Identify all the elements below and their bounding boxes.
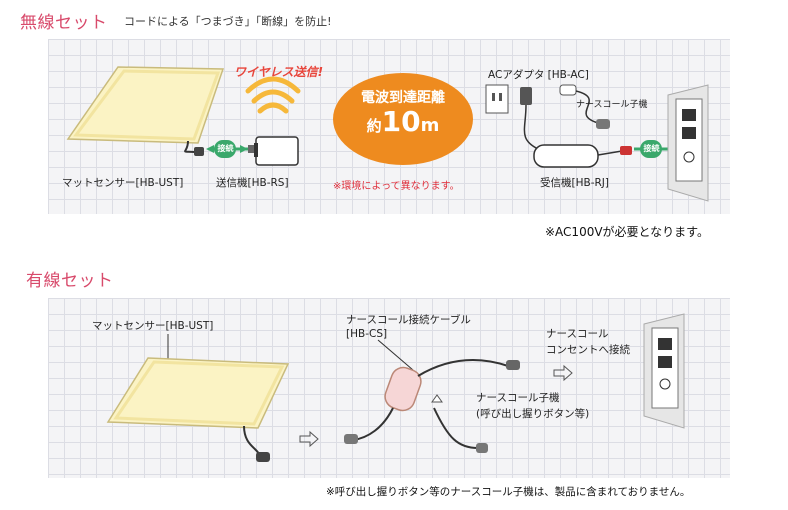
mat-sensor-illustration: [66, 66, 225, 156]
range-ellipse: [333, 73, 473, 165]
range-value-row: 約10m: [333, 105, 473, 138]
flow-arrow-2: [553, 364, 573, 382]
range-note: ※環境によって異なります。: [333, 181, 460, 192]
connect-badge-right: 接続: [643, 144, 660, 153]
handset-plug-illustration: [559, 84, 610, 129]
wireless-diagram-panel: ワイヤレス送信! 接続 接続 電波到達距離 約10m ※環境によって異なります。…: [48, 39, 730, 214]
wireless-section-title: 無線セット: [20, 13, 108, 33]
ac-power-note: ※AC100Vが必要となります。: [545, 225, 709, 239]
connect-badge-bg-right: [640, 140, 662, 158]
range-value: 10: [381, 105, 421, 138]
cable-label-line2: [HB-CS]: [346, 328, 388, 340]
connect-badge-bg-left: [214, 140, 236, 158]
wired-handset-label-line1: ナースコール子機: [476, 392, 560, 404]
handset-not-included-note: ※呼び出し握りボタン等のナースコール子機は、製品に含まれておりません。: [326, 486, 691, 498]
ac-adapter-label: ACアダプタ [HB-AC]: [488, 69, 589, 81]
range-unit: m: [420, 115, 440, 136]
transmitter-illustration: [248, 136, 299, 166]
wired-handset-label-line2: (呼び出し握りボタン等): [476, 408, 590, 420]
wired-diagram-panel: マットセンサー[HB-UST] ナースコール接続ケーブル [HB-CS] ナース…: [48, 298, 730, 478]
transmitter-label: 送信機[HB-RS]: [216, 177, 289, 189]
wireless-section-subtitle: コードによる「つまづき」「断線」を防止!: [124, 15, 332, 28]
wireless-mat-sensor-label: マットセンサー[HB-UST]: [62, 177, 184, 189]
wireless-diagram-graphics: [66, 66, 709, 202]
nurse-call-wall-socket-illustration: [667, 84, 709, 202]
cable-label-line1: ナースコール接続ケーブル: [346, 314, 471, 326]
ac-outlet-illustration: [485, 84, 539, 150]
range-title: 電波到達距離: [361, 90, 445, 106]
wired-wall-socket-illustration: [643, 313, 685, 429]
wired-section-title: 有線セット: [26, 271, 114, 291]
handset-cable-illustration: [431, 394, 488, 453]
outlet-label-line2: コンセントへ接続: [546, 344, 630, 356]
connect-badge-left: 接続: [217, 144, 234, 153]
range-prefix: 約: [366, 117, 382, 135]
nurse-call-cable-illustration: [344, 339, 520, 444]
receiver-label: 受信機[HB-RJ]: [540, 177, 609, 189]
outlet-label-line1: ナースコール: [546, 328, 609, 340]
wireless-caption: ワイヤレス送信!: [234, 65, 324, 79]
wireless-handset-label: ナースコール子機: [576, 100, 648, 110]
flow-arrow-1: [299, 430, 319, 448]
wired-diagram-graphics: [106, 313, 685, 462]
wired-mat-sensor-illustration: [106, 334, 290, 462]
wired-mat-sensor-label: マットセンサー[HB-UST]: [92, 320, 214, 332]
wireless-waves-icon: [245, 76, 301, 114]
receiver-illustration: [533, 144, 632, 168]
